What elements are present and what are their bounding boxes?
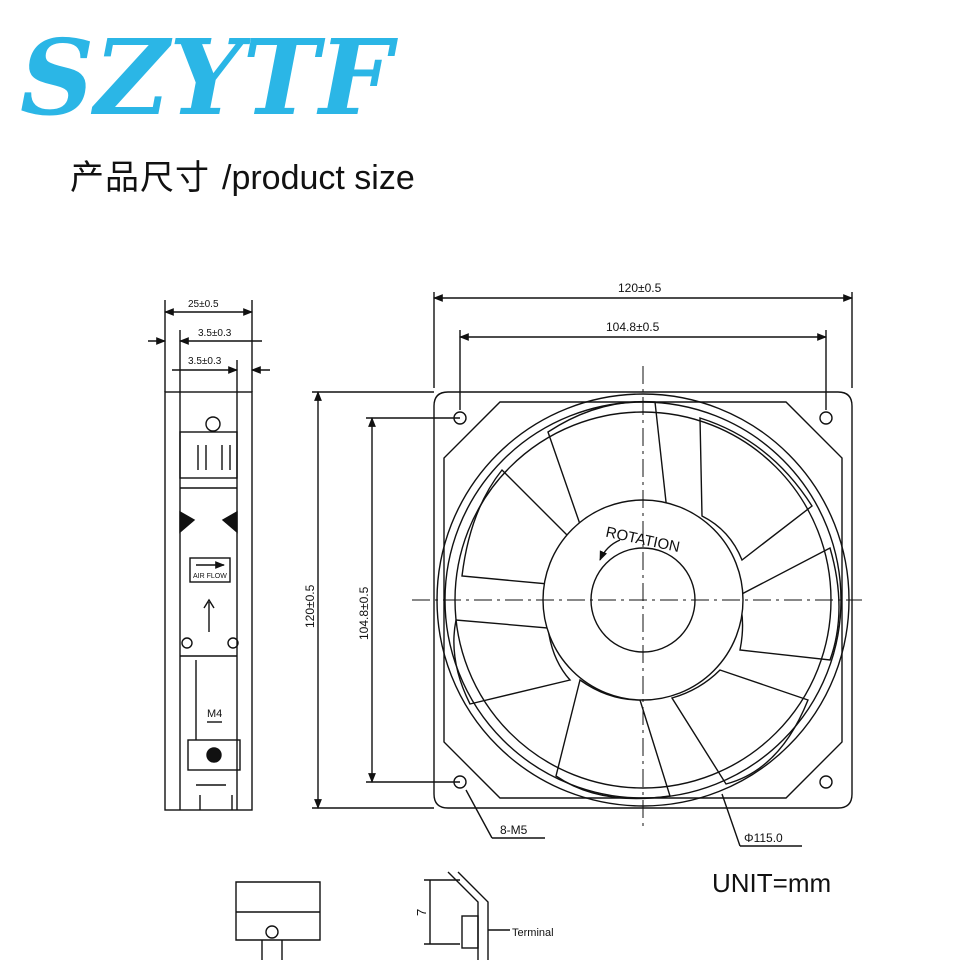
brand-logo-text: SZYTF [20,16,398,124]
mount-hole-bl [453,775,467,789]
front-view: 120±0.5 104.8±0.5 120±0.5 104.8±0.5 [303,281,862,847]
side-flange-bottom-dim: 3.5±0.3 [188,356,222,367]
mount-hole-tr [819,411,833,425]
airflow-label: AIR FLOW [193,573,227,580]
front-width-dim: 120±0.5 [618,281,662,295]
side-view: 25±0.5 3.5±0.3 3.5±0.3 AIR FLOW [148,299,270,811]
page-title: 产品尺寸/product size [70,150,415,199]
title-chinese: 产品尺寸 [70,159,210,197]
mount-hole-tl [453,411,467,425]
brand-logo: SZYTF [20,16,398,124]
front-hole-spacing-v-dim: 104.8±0.5 [357,586,371,640]
terminal-label: Terminal [512,927,554,939]
mount-hole-br [819,775,833,789]
side-depth-dim: 25±0.5 [188,299,219,310]
diameter-callout: Φ115.0 [744,831,783,845]
hole-callout: 8-M5 [500,823,528,837]
terminal-height-dim: 7 [414,909,429,916]
front-height-dim: 120±0.5 [303,584,317,628]
screw-label: M4 [207,708,222,720]
unit-label: UNIT=mm [712,868,832,898]
side-flange-top-dim: 3.5±0.3 [198,328,232,339]
front-hole-spacing-h-dim: 104.8±0.5 [606,320,660,334]
title-english: /product size [222,159,415,197]
terminal-detail: 7 Terminal [235,871,554,960]
